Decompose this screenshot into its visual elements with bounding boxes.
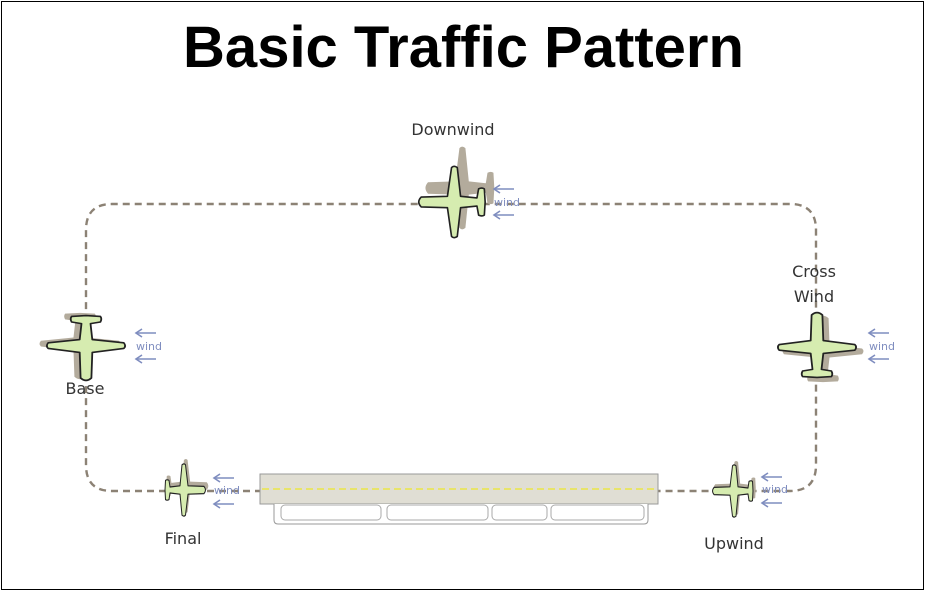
svg-text:wind: wind [136, 340, 162, 353]
traffic-pattern-path [84, 202, 818, 493]
runway [259, 473, 659, 525]
diagram-title: Basic Traffic Pattern [183, 15, 744, 80]
final-airplane-icon [164, 459, 209, 517]
upwind-wind-indicator: wind [761, 472, 788, 508]
svg-text:wind: wind [214, 484, 240, 497]
crosswind-label-line1: Cross [792, 262, 836, 281]
crosswind-wind-indicator: wind [868, 328, 895, 364]
svg-text:wind: wind [869, 340, 895, 353]
crosswind-label-line2: Wind [793, 287, 835, 306]
downwind-wind-indicator: wind [493, 184, 520, 220]
upwind-label: Upwind [704, 534, 764, 553]
crosswind-airplane-icon [776, 311, 864, 383]
svg-text:wind: wind [494, 196, 520, 209]
base-airplane-icon [39, 312, 127, 382]
downwind-label: Downwind [411, 120, 495, 139]
svg-text:wind: wind [762, 483, 788, 496]
base-wind-indicator: wind [135, 328, 162, 364]
final-wind-indicator: wind [213, 473, 240, 509]
final-label: Final [164, 529, 202, 548]
upwind-airplane-icon [711, 461, 756, 518]
downwind-airplane-icon [417, 146, 495, 239]
base-label: Base [65, 379, 105, 398]
